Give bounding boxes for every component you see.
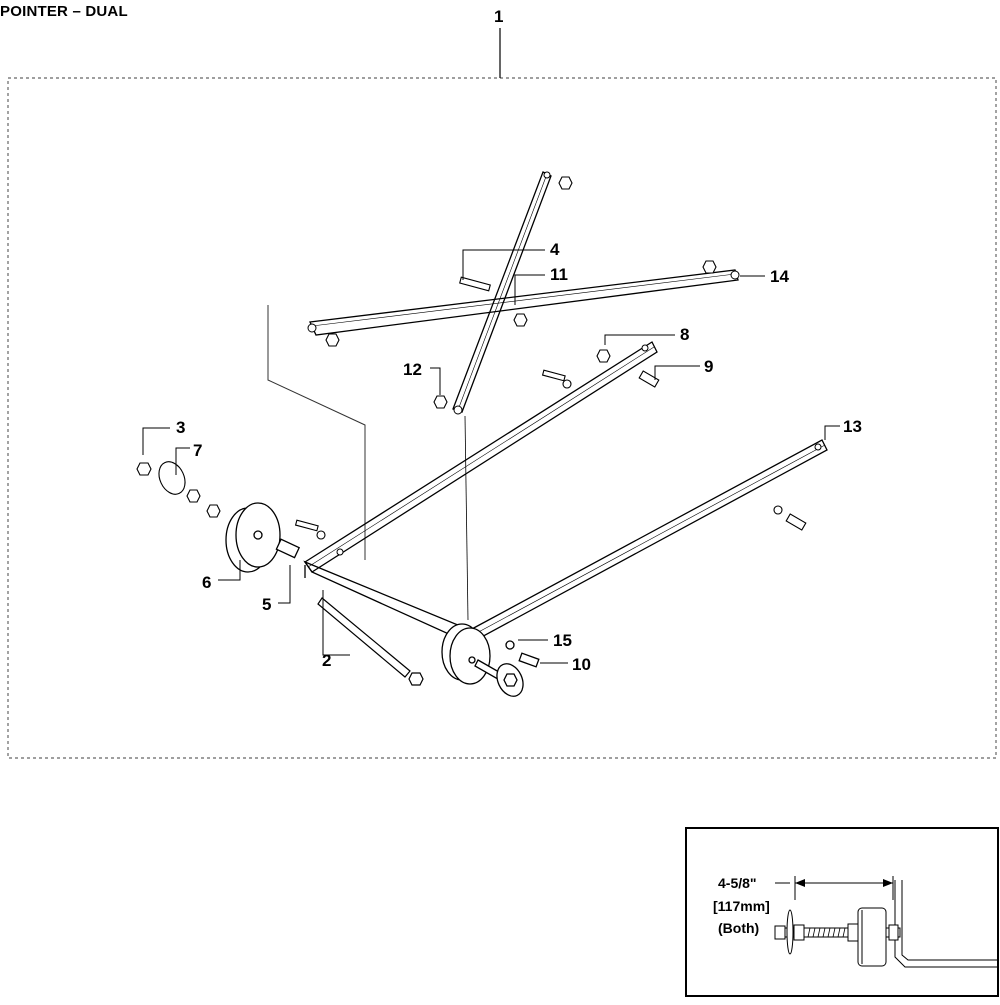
dimension-mm: [117mm]	[713, 898, 770, 914]
callout-4: 4	[550, 240, 560, 259]
cross-brace-11	[452, 171, 552, 413]
detail-inset: 4-5/8" [117mm] (Both)	[685, 827, 999, 997]
callout-12: 12	[403, 360, 422, 379]
callout-13: 13	[843, 417, 862, 436]
callout-6: 6	[202, 573, 211, 592]
callout-7: 7	[193, 441, 202, 460]
callout-5: 5	[262, 595, 271, 614]
axle-rod-2	[317, 597, 424, 686]
callout-9: 9	[704, 357, 713, 376]
right-roller	[441, 623, 540, 697]
diagram-title: POINTER – DUAL	[0, 3, 128, 20]
brace-hardware	[325, 176, 717, 409]
assembly-boundary	[7, 77, 997, 759]
left-roller-6	[225, 502, 301, 573]
callout-2: 2	[322, 651, 331, 670]
callout-3: 3	[176, 418, 185, 437]
mounting-plate	[267, 305, 366, 560]
callout-leaders	[142, 249, 840, 664]
dimension-inches: 4-5/8"	[718, 875, 757, 891]
frame-hardware	[294, 349, 807, 540]
callout-1: 1	[494, 7, 503, 26]
callout-11: 11	[550, 265, 568, 284]
callout-10: 10	[572, 655, 591, 674]
left-roller-hardware	[136, 461, 221, 518]
callout-8: 8	[680, 325, 689, 344]
dimension-note: (Both)	[718, 920, 759, 936]
callout-15: 15	[553, 631, 572, 650]
pointer-frame	[303, 341, 828, 641]
callout-14: 14	[770, 267, 789, 286]
